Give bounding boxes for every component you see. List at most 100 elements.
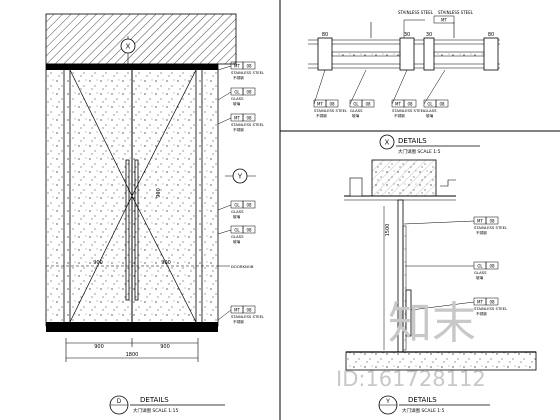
tag-number: 08 — [439, 101, 445, 106]
ceiling-hatch — [45, 13, 237, 65]
subtitle-lower: 大门详图 SCALE 1:5 — [402, 407, 445, 414]
svg-text:X: X — [126, 44, 131, 51]
tag-cn: 不锈钢 — [476, 311, 487, 316]
dim-900-b: 900 — [160, 344, 170, 350]
title-left: DETAILS — [140, 396, 169, 404]
tag-number: 08 — [489, 218, 495, 223]
tag-cn: 玻璃 — [476, 275, 484, 280]
plan-section: 80 30 30 80 STAINLESS STEEL STAINLESS ST… — [308, 10, 500, 118]
dim-1800: 1800 — [126, 352, 139, 358]
tag-cn: 不锈钢 — [394, 113, 405, 118]
tag-number: 08 — [246, 89, 252, 94]
tag-code: MT — [477, 218, 483, 223]
tag-number: 08 — [246, 115, 252, 120]
tag-code: MT — [477, 299, 483, 304]
subtitle-upper: 大门详图 SCALE 1:5 — [398, 148, 441, 155]
tag-code: GL — [234, 202, 240, 207]
tag-number: 08 — [365, 101, 371, 106]
door-handle — [134, 159, 139, 301]
tag-text: STAINLESS STEEL — [392, 108, 426, 113]
frame-profile — [483, 37, 499, 71]
title-marker-upper: X — [385, 140, 390, 147]
tag-cn: 玻璃 — [233, 239, 241, 244]
subtitle-left: 大门详图 SCALE 1:15 — [133, 407, 179, 414]
tag-number: 08 — [246, 63, 252, 68]
frame-profile — [399, 37, 415, 71]
svg-text:MT: MT — [441, 18, 447, 23]
tag-number: 08 — [246, 227, 252, 232]
svg-text:Y: Y — [238, 174, 243, 181]
tag-cn: 不锈钢 — [316, 113, 327, 118]
tag-code: GL — [427, 101, 433, 106]
tag-number: 08 — [246, 307, 252, 312]
tag-cn: 不锈钢 — [233, 319, 244, 324]
title-upper: DETAILS — [398, 137, 427, 145]
top-rail — [46, 64, 218, 70]
plan-dim: 30 — [404, 32, 410, 38]
bottom-rail — [46, 322, 218, 332]
tag-code: GL — [234, 227, 240, 232]
glass-leaf — [402, 225, 407, 351]
svg-text:STAINLESS STEEL: STAINLESS STEEL — [398, 10, 434, 15]
swing-line — [69, 195, 133, 323]
section-marker-middle: Y — [225, 168, 256, 184]
frame-profile — [423, 37, 435, 71]
handle-profile — [405, 289, 412, 337]
title-block-lower-right: Y DETAILS 大门详图 SCALE 1:5 — [378, 395, 490, 415]
tag-number: 08 — [329, 101, 335, 106]
swing-line — [131, 195, 197, 323]
tag-text: GLASS — [231, 209, 244, 214]
glass-panel — [331, 51, 401, 57]
frame-profile — [317, 37, 333, 71]
watermark-id: ID:161728112 — [336, 367, 486, 391]
glass-panel — [433, 51, 485, 57]
tag-cn: 玻璃 — [233, 214, 241, 219]
tag-cn: 玻璃 — [426, 113, 434, 118]
tag-code: MT — [395, 101, 401, 106]
tag-cn: 玻璃 — [352, 113, 360, 118]
title-marker-left: D — [117, 399, 122, 405]
tag-code: MT — [234, 307, 240, 312]
tag-text: STAINLESS STEEL — [231, 122, 265, 127]
tag-number: 08 — [489, 299, 495, 304]
plan-dim: 30 — [426, 32, 432, 38]
tag-cn: 不锈钢 — [476, 230, 487, 235]
swing-line — [131, 69, 197, 197]
tag-code: MT — [317, 101, 323, 106]
height-dim: 1500 — [385, 224, 391, 237]
plan-dim: 80 — [322, 32, 328, 38]
doorknob-label: DOORKNOB — [231, 264, 254, 269]
tag-number: 08 — [246, 202, 252, 207]
title-block-left: D DETAILS 大门详图 SCALE 1:15 — [109, 395, 225, 415]
tag-text: STAINLESS STEEL — [474, 306, 508, 311]
tag-text: STAINLESS STEEL — [231, 314, 265, 319]
tag-number: 08 — [407, 101, 413, 106]
door-dim-right: 900 — [161, 260, 171, 266]
title-marker-lower: Y — [386, 399, 390, 405]
tag-cn: 不锈钢 — [233, 75, 244, 80]
tag-text: GLASS — [231, 96, 244, 101]
tag-text: GLASS — [231, 234, 244, 239]
tag-text: GLASS — [424, 108, 437, 113]
tag-cn: 玻璃 — [233, 101, 241, 106]
tag-code: MT — [234, 115, 240, 120]
tag-text: STAINLESS STEEL — [314, 108, 348, 113]
tag-code: MT — [234, 63, 240, 68]
tag-code: GL — [477, 263, 483, 268]
title-block-upper-right: X DETAILS 大门详图 SCALE 1:5 — [379, 134, 480, 155]
